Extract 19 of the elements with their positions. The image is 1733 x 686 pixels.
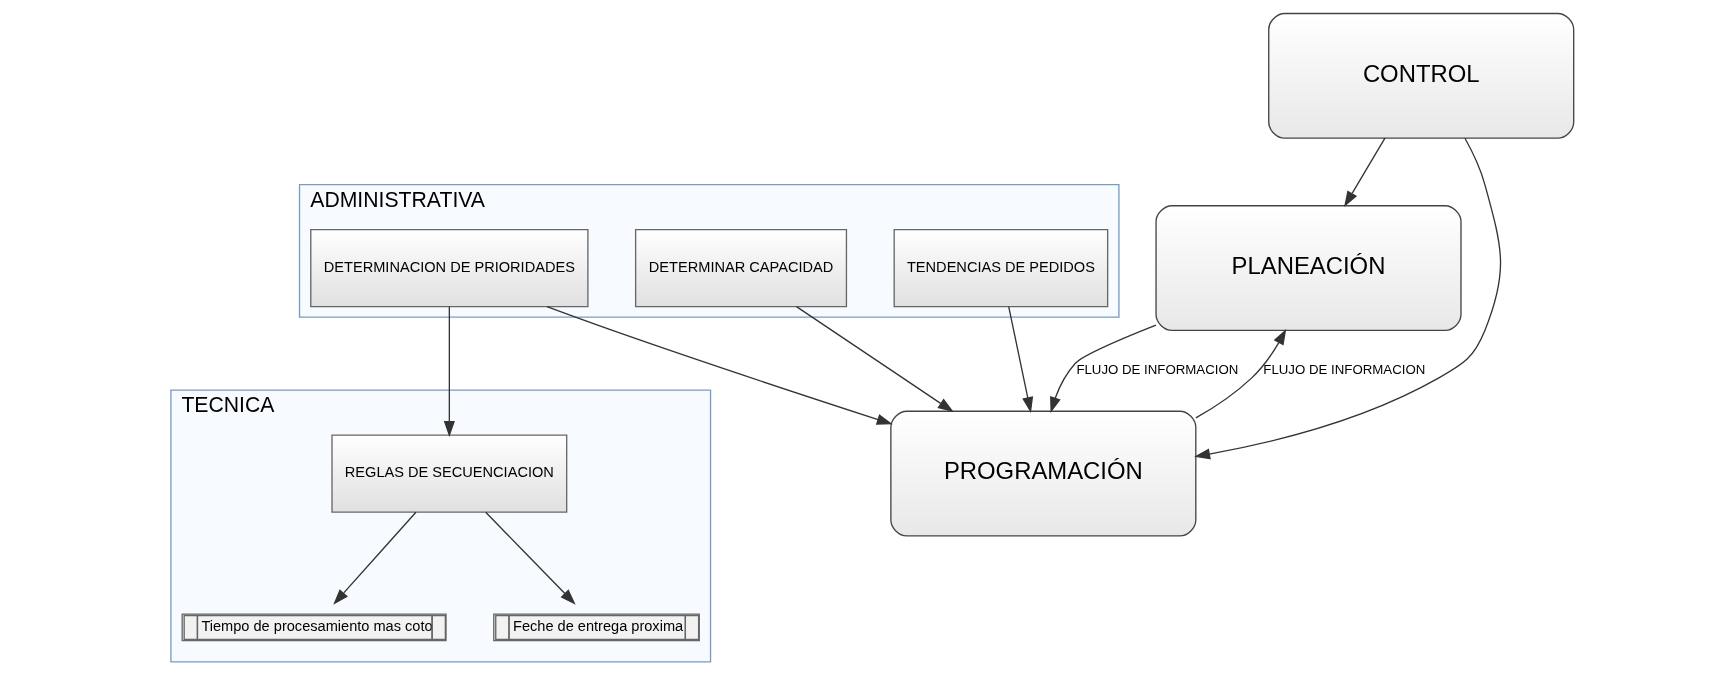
node-box: PLANEACIÓN (1154, 205, 1462, 332)
arrow (484, 511, 576, 605)
node-box: CONTROL (1267, 12, 1574, 139)
arrow (1007, 305, 1033, 413)
arrow (795, 305, 954, 413)
arrow (332, 511, 417, 605)
node-box: DETERMINACION DE PRIORIDADES (309, 228, 589, 308)
edge-label: FLUJO DE INFORMACION (1262, 362, 1425, 378)
arrow (545, 306, 893, 425)
arrow (1193, 137, 1501, 460)
node-box: TENDENCIAS DE PEDIDOS (893, 228, 1108, 308)
edge-label: FLUJO DE INFORMACION (1075, 362, 1238, 378)
node-box: PROGRAMACIÓN (889, 410, 1196, 537)
arrow (1049, 324, 1157, 413)
node-box: DETERMINAR CAPACIDAD (634, 228, 847, 308)
arrow (1343, 137, 1386, 207)
arrow (1194, 328, 1286, 419)
node-box: REGLAS DE SECUENCIACION (330, 434, 567, 513)
arrow (443, 305, 455, 437)
